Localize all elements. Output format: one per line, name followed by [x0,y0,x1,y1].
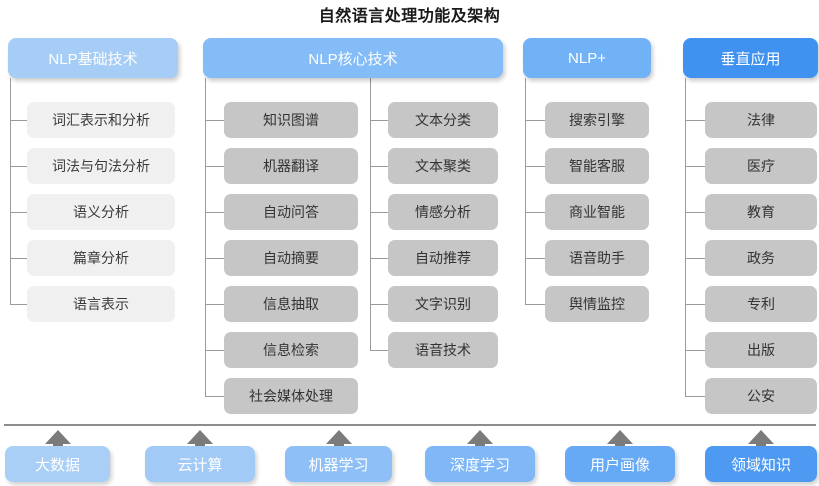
foundation-3[interactable]: 机器学习 [285,446,392,482]
node-nlp-core-1-2[interactable]: 机器翻译 [224,148,358,184]
connector-branch [205,396,224,397]
connector-trunk [205,78,206,396]
connector-branch [10,258,27,259]
connector-branch [525,304,545,305]
node-nlp-core-2-4[interactable]: 自动推荐 [388,240,498,276]
node-nlp-core-1-4[interactable]: 自动摘要 [224,240,358,276]
node-nlp-plus-1-3[interactable]: 商业智能 [545,194,649,230]
connector-branch [685,166,705,167]
node-nlp-plus-1-5[interactable]: 舆情监控 [545,286,649,322]
connector-branch [205,212,224,213]
connector-branch [370,120,388,121]
connector-branch [685,350,705,351]
node-nlp-core-1-6[interactable]: 信息检索 [224,332,358,368]
node-vertical-app-1-6[interactable]: 出版 [705,332,817,368]
node-nlp-plus-1-2[interactable]: 智能客服 [545,148,649,184]
connector-branch [685,212,705,213]
connector-trunk [10,78,11,304]
foundation-4[interactable]: 深度学习 [425,446,535,482]
connector-branch [205,350,224,351]
node-nlp-core-1-1[interactable]: 知识图谱 [224,102,358,138]
node-nlp-core-2-3[interactable]: 情感分析 [388,194,498,230]
connector-branch [10,304,27,305]
node-nlp-core-1-7[interactable]: 社会媒体处理 [224,378,358,414]
connector-branch [205,120,224,121]
foundation-5[interactable]: 用户画像 [565,446,675,482]
node-vertical-app-1-3[interactable]: 教育 [705,194,817,230]
connector-branch [685,396,705,397]
column-header-vertical-app[interactable]: 垂直应用 [683,38,818,78]
node-nlp-basic-1-1[interactable]: 词汇表示和分析 [27,102,175,138]
foundation-6[interactable]: 领域知识 [705,446,817,482]
column-header-nlp-basic[interactable]: NLP基础技术 [8,38,178,78]
arrow-head [187,430,213,444]
arrow-head [467,430,493,444]
connector-branch [685,120,705,121]
node-vertical-app-1-7[interactable]: 公安 [705,378,817,414]
column-header-nlp-plus[interactable]: NLP+ [523,38,651,78]
connector-branch [685,258,705,259]
node-nlp-core-1-5[interactable]: 信息抽取 [224,286,358,322]
connector-trunk [685,78,686,396]
node-nlp-basic-1-2[interactable]: 词法与句法分析 [27,148,175,184]
foundation-2[interactable]: 云计算 [145,446,255,482]
connector-branch [10,212,27,213]
page-title: 自然语言处理功能及架构 [318,8,501,25]
connector-branch [205,166,224,167]
node-vertical-app-1-4[interactable]: 政务 [705,240,817,276]
node-nlp-core-1-3[interactable]: 自动问答 [224,194,358,230]
connector-branch [370,350,388,351]
node-nlp-core-2-5[interactable]: 文字识别 [388,286,498,322]
connector-branch [205,304,224,305]
connector-trunk [525,78,526,304]
connector-branch [10,166,27,167]
arrow-head [607,430,633,444]
node-nlp-basic-1-4[interactable]: 篇章分析 [27,240,175,276]
arrow-head [748,430,774,444]
column-header-nlp-core[interactable]: NLP核心技术 [203,38,503,78]
node-vertical-app-1-2[interactable]: 医疗 [705,148,817,184]
arrow-head [44,430,71,444]
connector-branch [525,120,545,121]
connector-branch [525,258,545,259]
node-nlp-core-2-6[interactable]: 语音技术 [388,332,498,368]
node-nlp-core-2-1[interactable]: 文本分类 [388,102,498,138]
connector-branch [370,212,388,213]
connector-branch [525,166,545,167]
connector-trunk [370,78,371,350]
node-nlp-core-2-2[interactable]: 文本聚类 [388,148,498,184]
connector-branch [370,258,388,259]
connector-branch [525,212,545,213]
foundation-1[interactable]: 大数据 [5,446,110,482]
connector-branch [685,304,705,305]
connector-branch [370,304,388,305]
node-nlp-plus-1-4[interactable]: 语音助手 [545,240,649,276]
connector-branch [10,120,27,121]
node-vertical-app-1-5[interactable]: 专利 [705,286,817,322]
node-nlp-basic-1-3[interactable]: 语义分析 [27,194,175,230]
section-divider [4,424,816,426]
node-nlp-basic-1-5[interactable]: 语言表示 [27,286,175,322]
connector-branch [205,258,224,259]
node-nlp-plus-1-1[interactable]: 搜索引擎 [545,102,649,138]
arrow-head [325,430,352,444]
node-vertical-app-1-1[interactable]: 法律 [705,102,817,138]
connector-branch [370,166,388,167]
